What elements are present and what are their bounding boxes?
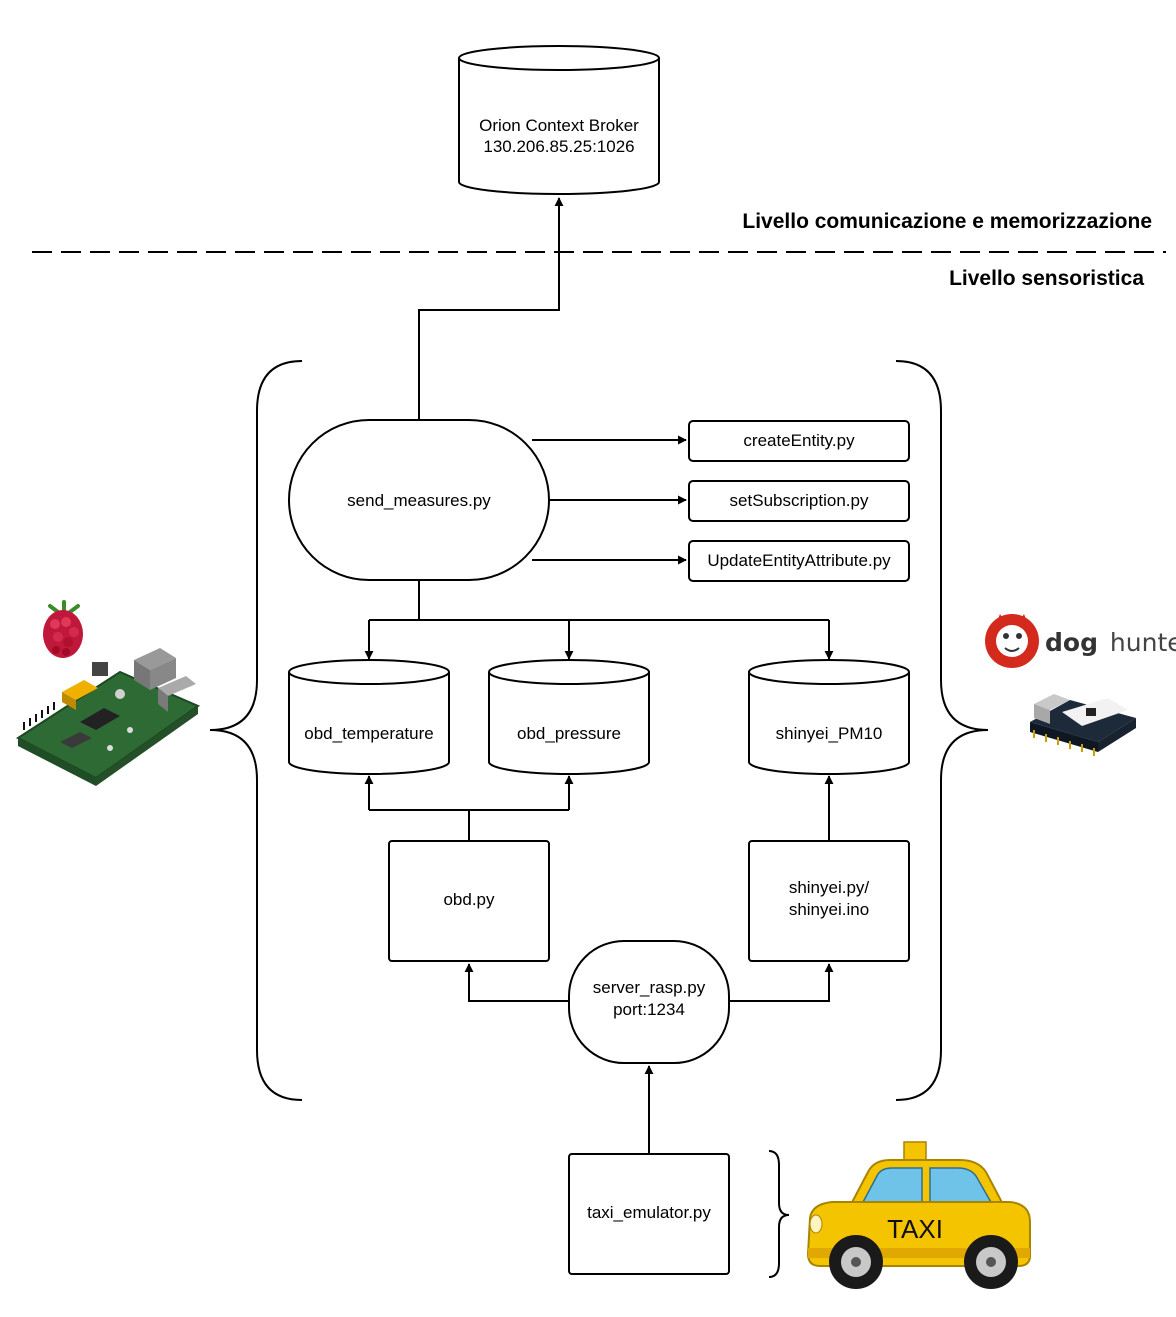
shinyei-box[interactable]: shinyei.py/ shinyei.ino xyxy=(748,840,910,962)
server-rasp-label: server_rasp.py xyxy=(593,978,706,997)
raspberry-icon xyxy=(43,600,83,658)
arrow-send-to-orion xyxy=(418,197,564,420)
create-entity-label: createEntity.py xyxy=(743,431,855,450)
connector-send-to-dbs xyxy=(369,580,829,621)
orion-context-broker-db[interactable]: Orion Context Broker 130.206.85.25:1026 xyxy=(458,45,660,195)
raspberry-pi-illustration xyxy=(16,600,201,786)
server-rasp-node[interactable]: server_rasp.py port:1234 xyxy=(568,940,730,1064)
orion-address-label: 130.206.85.25:1026 xyxy=(483,137,634,156)
arrow-server-to-shinyei xyxy=(729,963,834,1002)
obd-temperature-db[interactable]: obd_temperature xyxy=(288,659,450,775)
update-entity-box[interactable]: UpdateEntityAttribute.py xyxy=(688,540,910,582)
right-curly-brace xyxy=(895,360,989,1101)
left-curly-brace xyxy=(209,360,303,1101)
shinyei-label-line2: shinyei.ino xyxy=(789,900,869,919)
orion-name-label: Orion Context Broker xyxy=(479,116,639,135)
doghunter-bold-text: dog xyxy=(1045,628,1098,657)
taxi-curly-brace xyxy=(768,1150,790,1278)
shinyei-pm10-label: shinyei_PM10 xyxy=(776,724,883,743)
set-subscription-box[interactable]: setSubscription.py xyxy=(688,480,910,522)
update-entity-label: UpdateEntityAttribute.py xyxy=(707,551,891,570)
taxi-front-wheel xyxy=(829,1235,883,1289)
arrow-server-to-obd xyxy=(464,963,569,1002)
taxi-emulator-label: taxi_emulator.py xyxy=(587,1203,711,1222)
obd-pressure-label: obd_pressure xyxy=(517,724,621,743)
set-subscription-label: setSubscription.py xyxy=(730,491,869,510)
taxi-car-illustration: TAXI xyxy=(806,1141,1031,1289)
layer-label-communication: Livello comunicazione e memorizzazione xyxy=(742,210,1152,233)
send-measures-label: send_measures.py xyxy=(347,491,491,510)
obd-box[interactable]: obd.py xyxy=(388,840,550,962)
create-entity-box[interactable]: createEntity.py xyxy=(688,420,910,462)
taxi-emulator-box[interactable]: taxi_emulator.py xyxy=(568,1153,730,1275)
taxi-sign-text: TAXI xyxy=(887,1214,943,1244)
obd-pressure-db[interactable]: obd_pressure xyxy=(488,659,650,775)
shinyei-label-line1: shinyei.py/ xyxy=(789,878,870,897)
doghunter-light-text: hunter xyxy=(1110,628,1176,657)
send-measures-node[interactable]: send_measures.py xyxy=(288,419,550,581)
shinyei-pm10-db[interactable]: shinyei_PM10 xyxy=(748,659,910,775)
obd-temperature-label: obd_temperature xyxy=(304,724,433,743)
server-port-label: port:1234 xyxy=(613,1000,685,1019)
layer-label-sensing: Livello sensoristica xyxy=(949,267,1144,290)
doghunter-board-illustration xyxy=(1030,694,1136,756)
connector-obd-to-dbs xyxy=(369,809,569,841)
svg-text:dog hunter: dog hunter xyxy=(1045,628,1176,657)
obd-label: obd.py xyxy=(443,890,495,909)
doghunter-logo: dog hunter xyxy=(985,614,1176,668)
taxi-rear-wheel xyxy=(964,1235,1018,1289)
